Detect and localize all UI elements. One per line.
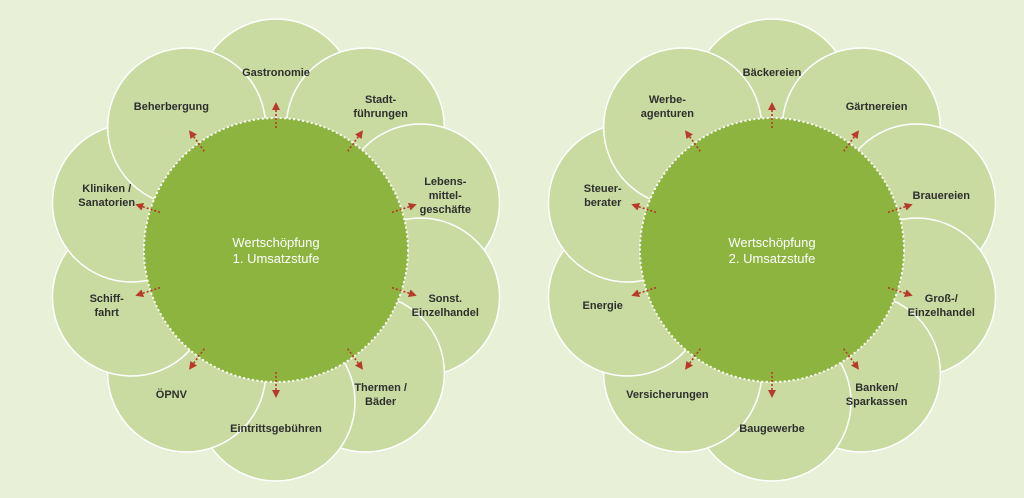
arrow [347,130,363,152]
petal-label: Eintrittsgebühren [230,423,322,435]
petal-label-line: Banken/ [855,382,898,394]
petal-label: Brauereien [913,190,971,202]
petal-label: Steuer-berater [584,183,622,209]
arrow [685,130,701,152]
petal-label: Werbe-agenturen [641,94,694,120]
petal-label: Lebens-mittel-geschäfte [420,176,471,216]
center-subtitle: 1. Umsatzstufe [233,251,320,266]
petal-label-line: Energie [583,300,623,312]
arrow [135,202,161,214]
petal-label: Banken/Sparkassen [846,382,908,408]
arrow [887,202,913,214]
petal-label-line: Eintrittsgebühren [230,423,322,435]
petal-label-line: Beherbergung [134,101,209,113]
arrow [887,286,913,298]
petal-label: Groß-/ Einzelhandel [908,293,975,319]
petal-label-line: Brauereien [913,190,971,202]
center-disk [143,117,409,383]
petal-label-line: Steuer- [584,183,622,195]
petal-label-line: ÖPNV [156,388,188,401]
petal-label-line: Gärtnereien [846,101,908,113]
arrow [685,348,701,370]
petal-label: Beherbergung [134,101,209,113]
arrow [631,286,657,298]
center-disk [639,117,905,383]
petal-label-line: Thermen / [354,382,407,394]
petal-label-line: Sonst. [428,293,462,305]
arrow [843,348,859,370]
petal-label-line: Einzelhandel [908,307,975,319]
petal-label: Kliniken / Sanatorien [78,183,135,209]
petal-label-line: Gastronomie [242,67,310,79]
petal-label: Sonst. Einzelhandel [412,293,479,319]
petal-label-line: Bäder [365,396,397,408]
petal-label: Versicherungen [626,389,709,401]
arrow [189,130,205,152]
petal-label-line: Sanatorien [78,197,135,209]
arrow [347,348,363,370]
petal-label: Thermen / Bäder [354,382,407,408]
petal-label-line: mittel- [429,190,462,202]
petal-label-line: Einzelhandel [412,307,479,319]
center-title: Wertschöpfung [232,235,319,250]
arrow [391,286,417,298]
arrow [843,130,859,152]
petal-label-line: Groß-/ [925,293,958,305]
petal-label-line: geschäfte [420,204,471,216]
petal-label: ÖPNV [156,388,188,401]
petal-label-line: Schiff- [90,293,125,305]
petal-label-line: berater [584,197,622,209]
petal-label-line: Werbe- [649,94,686,106]
petal-label: Bäckereien [743,67,802,79]
petal-label: Baugewerbe [739,423,804,435]
petal-label-line: führungen [353,108,408,120]
petal-label: Gärtnereien [846,101,908,113]
petal-label: Gastronomie [242,67,310,79]
center-title: Wertschöpfung [728,235,815,250]
petal-label-line: Baugewerbe [739,423,804,435]
petal-label: Stadt-führungen [353,94,408,120]
arrow [189,348,205,370]
arrow [631,202,657,214]
petal-label-line: Lebens- [424,176,467,188]
petal-label-line: agenturen [641,108,694,120]
petal-label-line: Sparkassen [846,396,908,408]
petal-label: Schiff-fahrt [90,293,125,319]
petal-label-line: fahrt [94,307,119,319]
flower-stufe-1: GastronomieStadt-führungenLebens-mittel-… [51,18,501,482]
petal-label-line: Kliniken / [82,183,131,195]
petal-label: Energie [583,300,623,312]
petal-label-line: Versicherungen [626,389,709,401]
petal-label-line: Bäckereien [743,67,802,79]
center-subtitle: 2. Umsatzstufe [729,251,816,266]
arrow [391,202,417,214]
arrow [135,286,161,298]
petal-label-line: Stadt- [365,94,397,106]
